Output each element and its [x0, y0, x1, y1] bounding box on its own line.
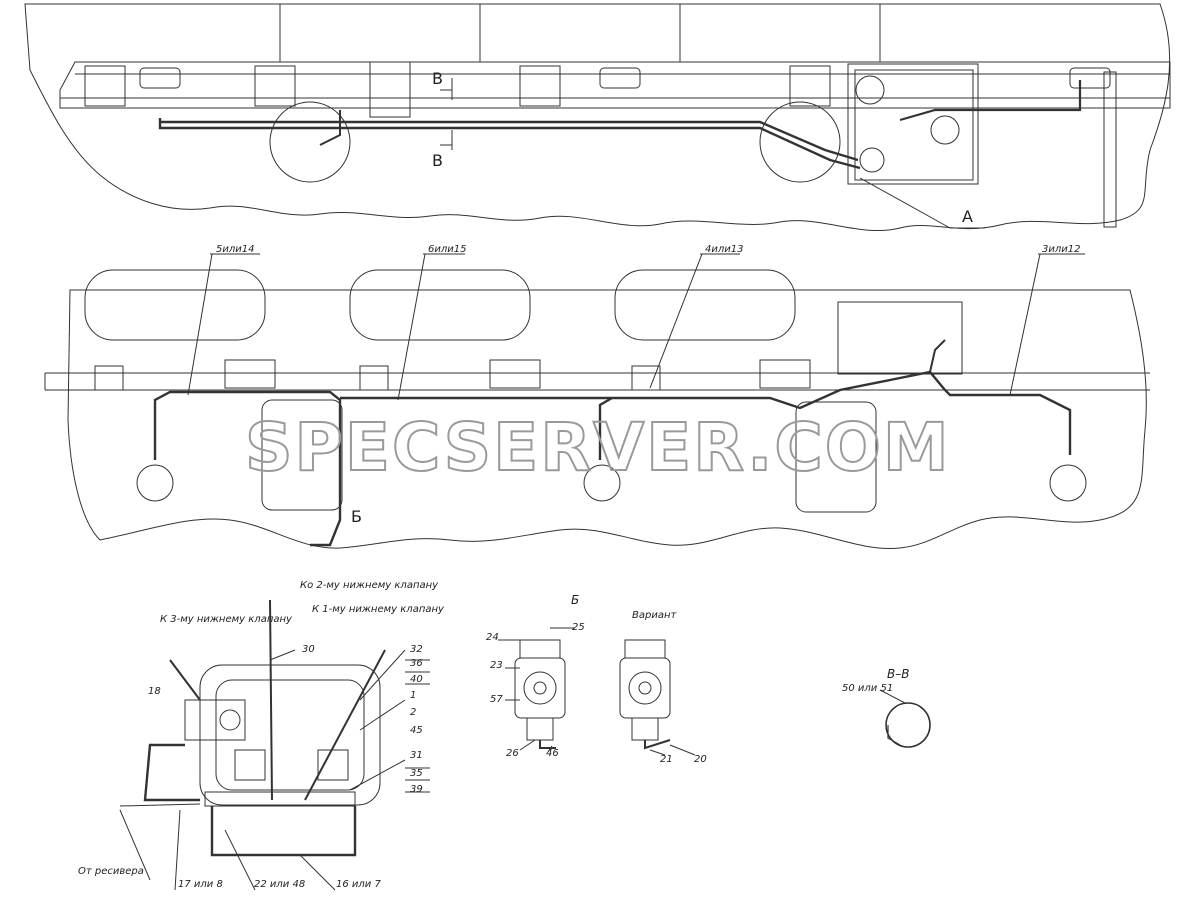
part-16-or-7: 16 или 7 [336, 879, 381, 890]
part-17-or-8: 17 или 8 [178, 879, 223, 890]
part-50-or-51: 50 или 51 [842, 683, 893, 694]
leader-from-receiver: От ресивера [78, 866, 144, 877]
leader-to-1st-valve: К 1-му нижнему клапану [312, 604, 445, 615]
part-39: 39 [410, 784, 423, 795]
part-23: 23 [490, 660, 503, 671]
watermark: SPECSERVER.COM [245, 409, 951, 486]
part-57: 57 [490, 694, 503, 705]
middle-view [44, 253, 1150, 549]
part-21: 21 [660, 754, 673, 765]
callout-b: Б [351, 507, 362, 526]
part-36: 36 [410, 658, 423, 669]
part-32: 32 [410, 644, 423, 655]
part-26: 26 [506, 748, 519, 759]
callout-a: А [962, 207, 973, 226]
detail-a-view [119, 599, 430, 891]
variant-view [619, 639, 696, 756]
top-view [24, 3, 1171, 232]
callout-6-or-15: 6или15 [428, 244, 466, 255]
section-mark-bottom: В [432, 151, 443, 170]
section-bb-view [879, 689, 931, 748]
part-22-or-48: 22 или 48 [254, 879, 305, 890]
part-46: 46 [546, 748, 559, 759]
part-1: 1 [410, 690, 416, 701]
variant-title: Вариант [632, 610, 678, 621]
detail-b-view [498, 627, 575, 753]
section-bb-title: В–В [887, 667, 909, 681]
part-25: 25 [572, 622, 585, 633]
part-31: 31 [410, 750, 423, 761]
part-20: 20 [694, 754, 707, 765]
part-45: 45 [410, 725, 423, 736]
section-mark-top: В [432, 69, 443, 88]
leader-to-3rd-valve: К 3-му нижнему клапану [160, 614, 293, 625]
callout-3-or-12: 3или12 [1042, 244, 1080, 255]
callout-5-or-14: 5или14 [216, 244, 254, 255]
part-18: 18 [148, 686, 161, 697]
part-2: 2 [410, 707, 416, 718]
part-35: 35 [410, 768, 423, 779]
detail-b-title: Б [571, 593, 579, 607]
part-24: 24 [486, 632, 499, 643]
callout-4-or-13: 4или13 [705, 244, 743, 255]
part-40: 40 [410, 674, 423, 685]
part-30: 30 [302, 644, 315, 655]
leader-to-2nd-valve: Ко 2-му нижнему клапану [300, 580, 439, 591]
